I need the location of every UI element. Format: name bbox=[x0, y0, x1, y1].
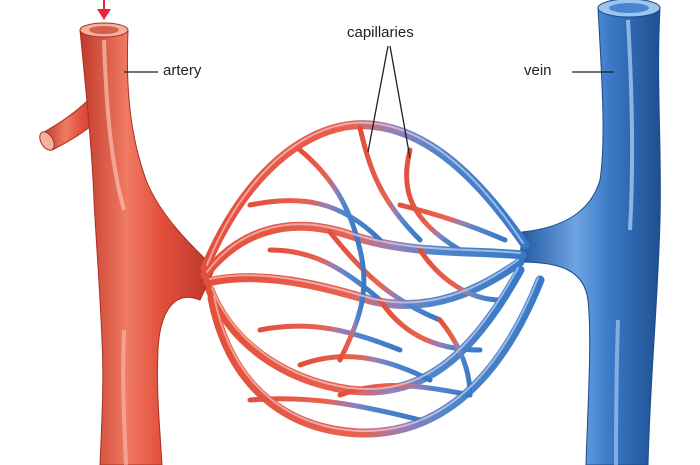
capillaries-label: capillaries bbox=[347, 24, 414, 41]
leader-lines bbox=[124, 45, 614, 159]
vein-label: vein bbox=[524, 62, 552, 79]
artery-label: artery bbox=[163, 62, 202, 79]
vein-vessel bbox=[519, 0, 661, 465]
capillaries-leader-right bbox=[389, 45, 411, 159]
arrow-down-icon bbox=[97, 0, 111, 20]
capillaries-leader-left bbox=[367, 45, 389, 153]
artery-vessel bbox=[39, 22, 216, 465]
capillary-network bbox=[200, 120, 545, 438]
